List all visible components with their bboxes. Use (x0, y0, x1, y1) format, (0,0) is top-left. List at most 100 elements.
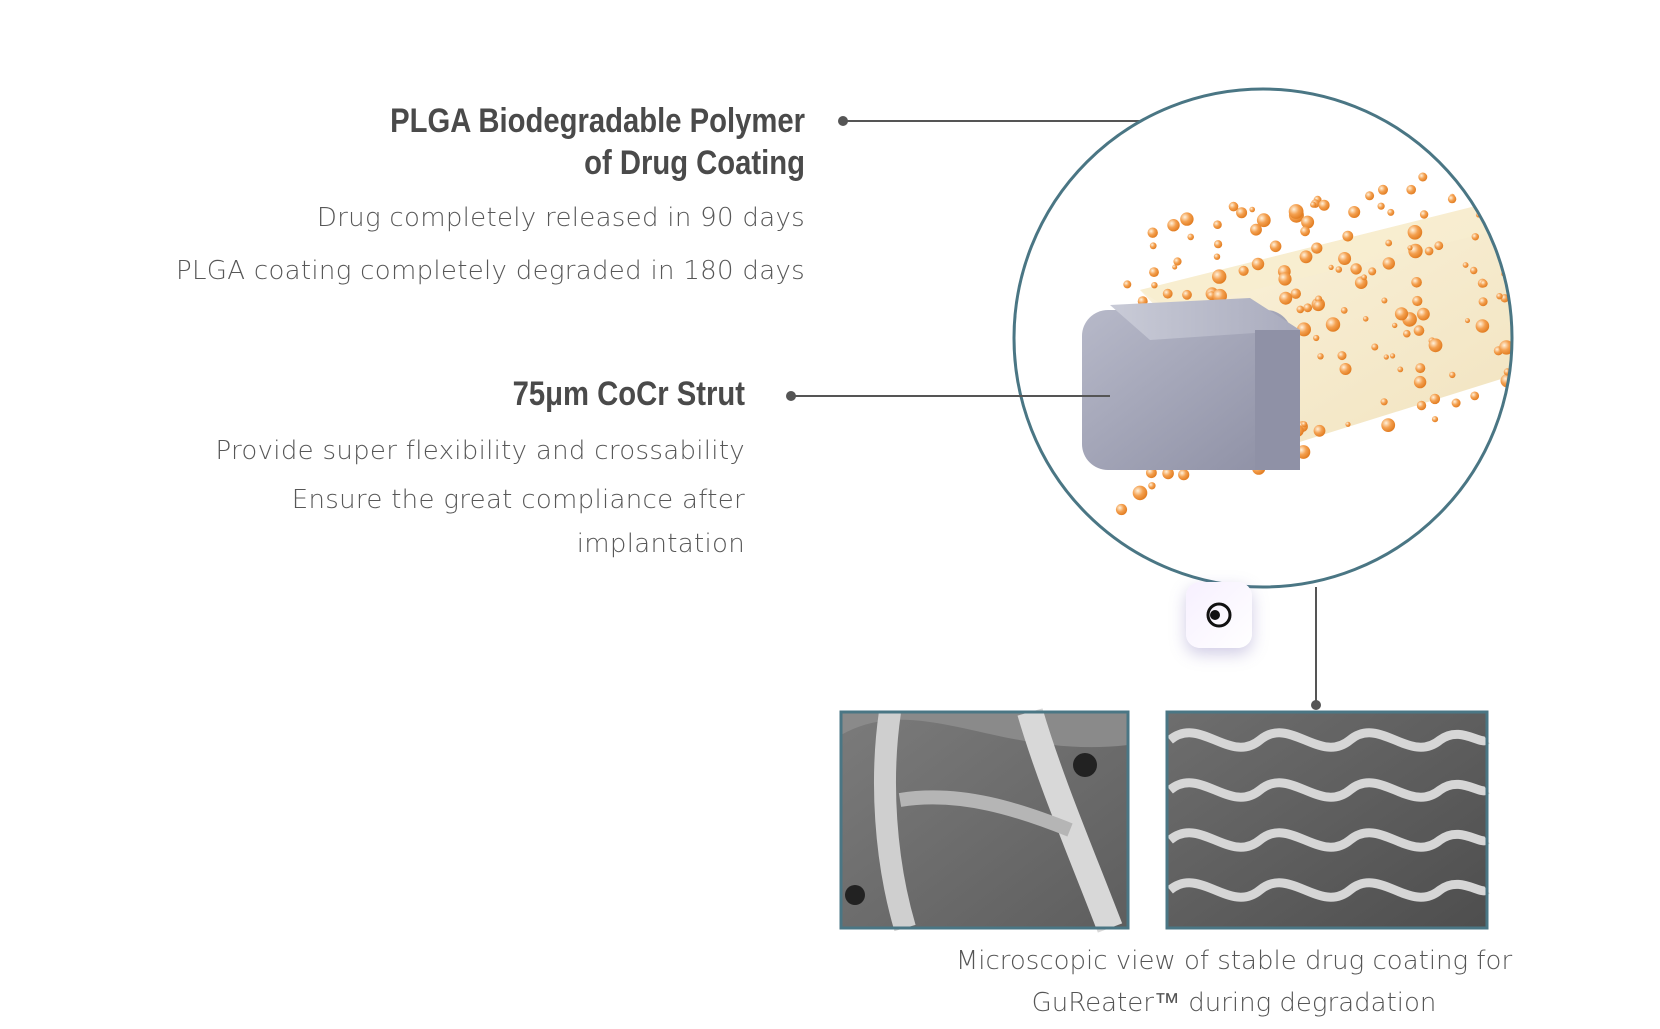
drug-particle (1465, 318, 1470, 324)
drug-particle (1475, 168, 1485, 178)
strut-flex-text: Provide super flexibility and crossabili… (215, 436, 745, 466)
drug-particle (1499, 340, 1512, 355)
drug-particle (1412, 295, 1423, 307)
drug-particle (1418, 172, 1428, 182)
drug-particle (1407, 225, 1423, 240)
drug-particle (1390, 353, 1396, 359)
drug-particle (1478, 297, 1488, 307)
drug-particle (1299, 250, 1313, 264)
drug-particle (1173, 257, 1182, 266)
drug-particle (1407, 245, 1413, 251)
magnifier-circle (1012, 87, 1514, 589)
drug-particle (1470, 266, 1478, 275)
drug-particle (1151, 282, 1158, 289)
circle-eye-icon (1206, 602, 1232, 628)
drug-particle (1178, 469, 1190, 481)
strut-compliance-text: Ensure the great compliance after implan… (45, 478, 745, 566)
drug-particle (1377, 202, 1385, 210)
drug-particle (1397, 366, 1404, 373)
coating-title-line2: of Drug Coating (584, 144, 805, 182)
drug-particle (1417, 307, 1430, 321)
drug-particle (1517, 136, 1522, 141)
drug-particle (1238, 265, 1249, 276)
drug-particle (1434, 241, 1444, 251)
drug-particle (1413, 325, 1425, 336)
drug-particle (1497, 219, 1507, 230)
view-toggle-button[interactable] (1186, 582, 1252, 648)
drug-particle (1311, 242, 1323, 254)
drug-particle (1368, 267, 1377, 276)
drug-particle (1365, 191, 1375, 201)
coating-release-text: Drug completely released in 90 days (316, 203, 805, 233)
drug-particle (1496, 293, 1503, 300)
drug-particle (1310, 201, 1317, 208)
strut-title: 75μm CoCr Strut (512, 375, 745, 413)
coating-title-line1: PLGA Biodegradable Polymer (390, 102, 805, 140)
drug-particle (1424, 246, 1434, 256)
drug-particle (1470, 391, 1480, 401)
drug-particle (1403, 329, 1411, 338)
drug-particle (1342, 230, 1354, 242)
drug-particle (1451, 398, 1461, 408)
drug-particle (1411, 277, 1422, 288)
drug-particle (1340, 307, 1348, 314)
drug-particle (1387, 208, 1395, 216)
drug-particle (1249, 206, 1255, 213)
drug-particle (1212, 269, 1227, 284)
coating-title: PLGA Biodegradable Polymer of Drug Coati… (117, 100, 805, 184)
drug-particle (1339, 363, 1352, 375)
drug-particle (1313, 334, 1320, 342)
drug-particle (1250, 223, 1262, 236)
drug-particle (1288, 204, 1304, 219)
drug-particle (1149, 242, 1157, 250)
drug-particle (1149, 267, 1159, 277)
drug-particle (1300, 226, 1310, 237)
caption-line2: GuReater™ during degradation (1031, 988, 1437, 1018)
micrograph-leader-line (1311, 587, 1321, 710)
drug-particle (1471, 233, 1480, 241)
drug-particle (1296, 305, 1305, 314)
drug-particle (1301, 215, 1315, 229)
drug-particle (1337, 351, 1347, 361)
drug-particle (1182, 289, 1192, 300)
drug-particle (1428, 338, 1443, 353)
drug-particle (1362, 316, 1369, 322)
strut-compliance-line1: Ensure the great compliance after (291, 485, 745, 515)
drug-particle (1348, 206, 1361, 218)
drug-particle (1213, 220, 1222, 229)
drug-particle (1180, 212, 1194, 226)
drug-particle (1394, 307, 1409, 321)
drug-particle (1510, 249, 1512, 257)
micrograph-mesh (1165, 710, 1490, 930)
drug-particle (1495, 136, 1505, 145)
drug-particle (1297, 322, 1311, 337)
drug-particle (1214, 240, 1223, 249)
drug-particle (1325, 317, 1341, 332)
drug-particle (1385, 239, 1393, 247)
caption-line1: Microscopic view of stable drug coating … (955, 946, 1513, 976)
drug-particle (1381, 418, 1396, 432)
coating-degrade-text: PLGA coating completely degraded in 180 … (176, 256, 805, 286)
drug-particle (1449, 371, 1456, 379)
drug-particle (1335, 266, 1343, 273)
drug-particle (1162, 467, 1174, 480)
drug-particle (1172, 264, 1178, 270)
drug-particle (1380, 398, 1388, 406)
drug-particle (1361, 274, 1367, 281)
drug-particle (1228, 201, 1239, 212)
drug-particle (1413, 375, 1427, 389)
drug-particle (1317, 353, 1324, 360)
drug-particle (1492, 212, 1507, 227)
drug-particle (1187, 233, 1194, 241)
drug-particle (1431, 416, 1439, 423)
drug-particle (1167, 219, 1180, 232)
drug-particle (1132, 485, 1148, 501)
drug-particle (1213, 253, 1221, 260)
drug-particle (1269, 240, 1282, 253)
drug-particle (1383, 354, 1389, 360)
drug-particle (1162, 288, 1173, 299)
drug-particle (1256, 213, 1271, 228)
drug-particle (1511, 350, 1512, 364)
drug-particle (1278, 272, 1292, 286)
